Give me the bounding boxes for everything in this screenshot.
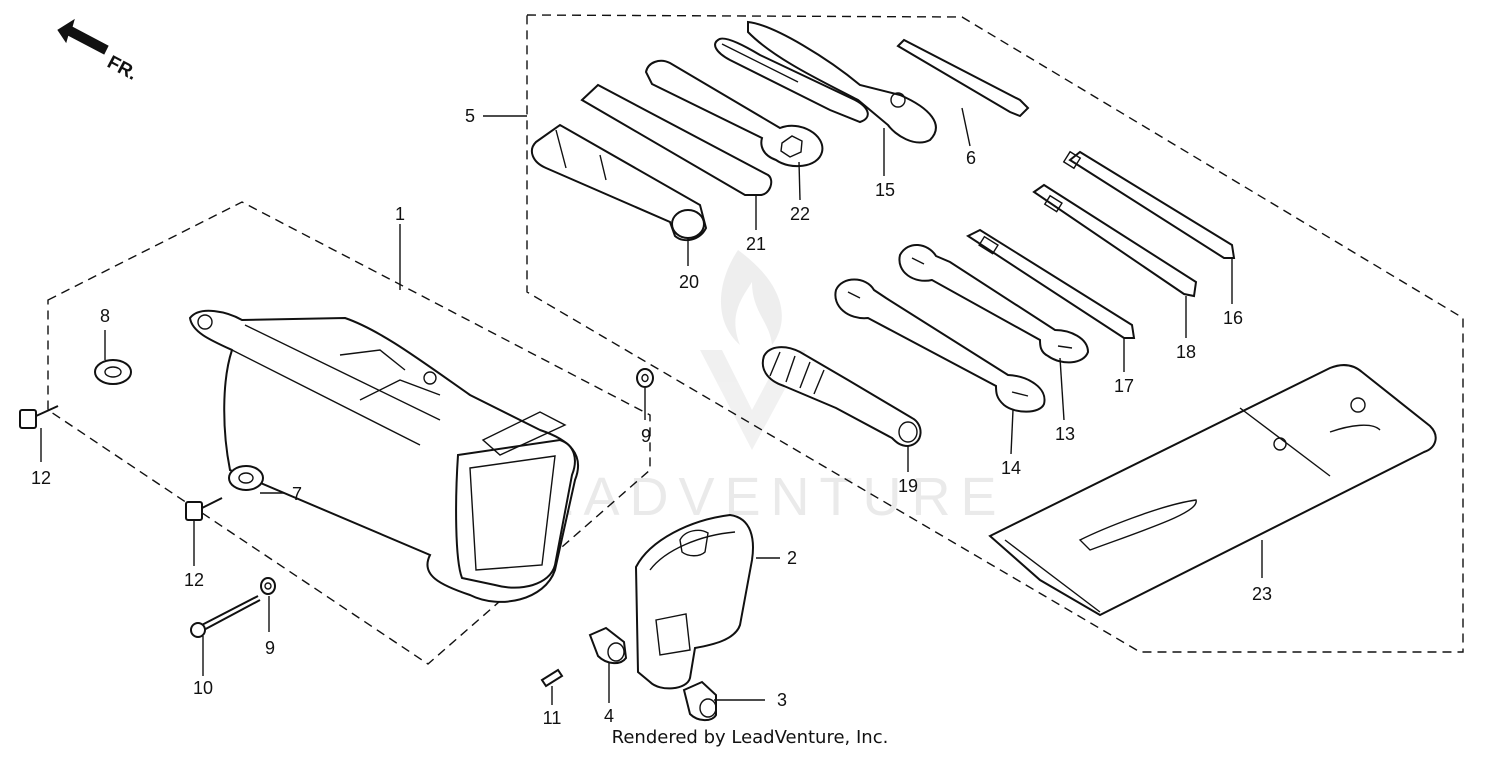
callout-2: 2 xyxy=(787,548,797,568)
plug-wrench xyxy=(530,123,708,242)
watermark-text: LEADVENTURE xyxy=(497,467,1006,527)
callout-12-upper: 12 xyxy=(31,468,51,488)
callout-5: 5 xyxy=(465,106,475,126)
tool-box xyxy=(188,309,580,603)
rubber-grommet-8 xyxy=(94,359,132,385)
callout-23: 23 xyxy=(1252,584,1272,604)
open-wrench-13 xyxy=(898,244,1090,364)
callout-1: 1 xyxy=(395,204,405,224)
tool-bag xyxy=(988,364,1437,617)
callout-9-left: 9 xyxy=(265,638,275,658)
callout-21: 21 xyxy=(746,234,766,254)
leader-lines xyxy=(40,107,1263,705)
callout-11: 11 xyxy=(543,708,562,728)
hex-key xyxy=(896,38,1030,118)
tool-kit-boundary xyxy=(526,14,1464,653)
callout-4: 4 xyxy=(604,706,614,726)
callout-13: 13 xyxy=(1055,424,1075,444)
direction-label: FR. xyxy=(104,52,141,85)
screwdriver-17 xyxy=(965,228,1136,339)
washer-9-right xyxy=(636,368,654,388)
tool-box-boundary xyxy=(47,201,651,665)
callout-22: 22 xyxy=(790,204,810,224)
pin-10 xyxy=(190,595,261,638)
callout-19: 19 xyxy=(898,476,918,496)
screwdriver-grip xyxy=(761,346,922,448)
washer-9-left xyxy=(260,577,276,595)
callout-20: 20 xyxy=(679,272,699,292)
box-wrench xyxy=(644,59,824,168)
callout-17: 17 xyxy=(1114,376,1134,396)
open-wrench-14 xyxy=(834,278,1046,413)
rubber-grommet-7 xyxy=(228,465,264,491)
callout-12-lower: 12 xyxy=(184,570,204,590)
callout-16: 16 xyxy=(1223,308,1243,328)
front-direction-arrow-icon xyxy=(57,18,109,55)
callout-8: 8 xyxy=(100,306,110,326)
flat-bar-tool xyxy=(580,83,773,196)
bolt-12-upper xyxy=(19,405,59,429)
screwdriver-18 xyxy=(1032,183,1198,298)
lock-knob-left xyxy=(588,626,628,664)
lock-knob-right xyxy=(682,680,717,722)
callout-6: 6 xyxy=(966,148,976,168)
tool-box-cover xyxy=(634,513,754,690)
callout-labels: 1 2 3 4 5 6 7 8 9 9 10 11 12 12 13 14 15… xyxy=(31,106,1272,728)
render-credit: Rendered by LeadVenture, Inc. xyxy=(611,727,889,748)
callout-18: 18 xyxy=(1176,342,1196,362)
pliers xyxy=(714,20,937,144)
callout-9-right: 9 xyxy=(641,426,651,446)
pin-11 xyxy=(540,668,564,688)
callout-7: 7 xyxy=(292,484,302,504)
screwdriver-16 xyxy=(1062,150,1236,259)
callout-15: 15 xyxy=(875,180,895,200)
callout-14: 14 xyxy=(1001,458,1021,478)
callout-10: 10 xyxy=(193,678,213,698)
bolt-12-lower xyxy=(185,497,223,521)
callout-3: 3 xyxy=(777,690,787,710)
